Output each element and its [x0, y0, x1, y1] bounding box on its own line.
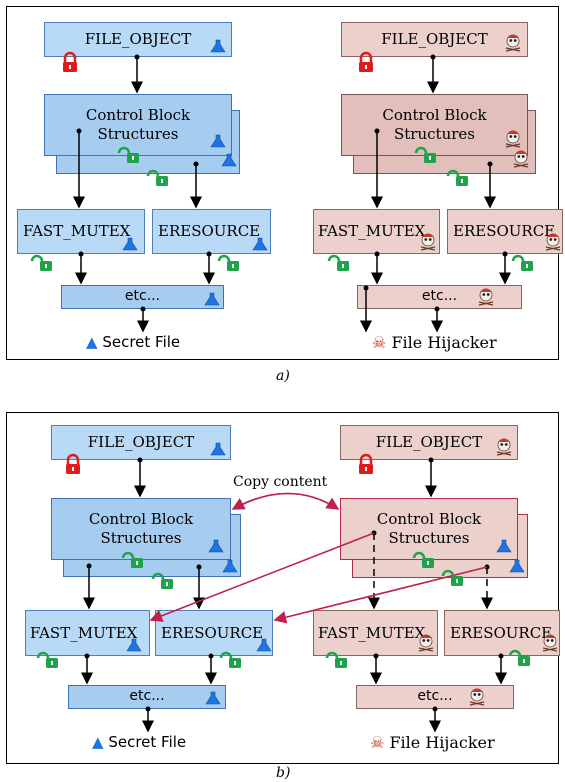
secret-file-label: ▲ Secret File [86, 333, 181, 351]
node-label: ERESOURCE [161, 623, 264, 642]
flask-icon [252, 237, 268, 251]
fast-mutex-node: FAST_MUTEX [313, 610, 438, 656]
file-hijacker-label: ☠ File Hijacker [370, 733, 495, 752]
control-block-node: Control Block Structures [51, 498, 231, 560]
file-object-node: FILE_OBJECT [340, 425, 518, 460]
skull-icon [545, 232, 561, 251]
unlock-icon [219, 651, 243, 670]
flask-icon [208, 539, 224, 553]
etc-node: etc... [68, 685, 226, 709]
unlock-icon [511, 254, 535, 273]
unlock-icon [146, 169, 170, 188]
skull-icon [542, 633, 558, 652]
flask-icon: ▲ [92, 733, 104, 751]
unlock-icon [36, 651, 60, 670]
unlock-icon [151, 572, 175, 591]
file-hijacker-label: ☠ File Hijacker [372, 333, 497, 352]
unlock-icon [325, 651, 349, 670]
node-label: FAST_MUTEX [30, 623, 138, 642]
arrows-panel-b [81, 460, 507, 733]
node-label: Control Block [85, 106, 191, 125]
flask-icon [496, 539, 512, 553]
arrows-panel-a [73, 57, 511, 333]
lock-icon [357, 453, 375, 476]
node-label: Structures [388, 529, 470, 547]
node-label: FILE_OBJECT [87, 433, 195, 452]
node-label: Structures [100, 529, 182, 547]
node-label: FILE_OBJECT [84, 30, 192, 49]
flask-icon: ▲ [86, 333, 98, 351]
unlock-icon [412, 551, 436, 570]
hijack-arrows [149, 492, 488, 624]
unlock-icon [30, 254, 54, 273]
control-block-node: Control Block Structures [44, 94, 232, 156]
skull-icon [420, 232, 436, 251]
caption-a: a) [276, 368, 290, 384]
eresource-node: ERESOURCE [152, 209, 271, 254]
file-object-node: FILE_OBJECT [44, 22, 232, 57]
caption-b: b) [276, 765, 291, 781]
flask-icon [210, 39, 226, 53]
lock-icon [64, 453, 82, 476]
copy-content-label: Copy content [233, 474, 328, 490]
node-label: Control Block [382, 106, 487, 125]
unlock-icon [446, 169, 470, 188]
skull-icon [513, 149, 529, 168]
node-label: Structures [97, 125, 179, 143]
node-label: etc... [421, 288, 458, 305]
node-label: etc... [129, 688, 165, 705]
etc-node: etc... [61, 285, 224, 309]
skull-icon [469, 687, 485, 706]
flask-icon [222, 559, 238, 573]
etc-node: etc... [357, 285, 522, 309]
unlock-icon [508, 649, 532, 668]
node-label: Structures [394, 125, 475, 143]
node-label: etc... [124, 288, 161, 305]
etc-node: etc... [356, 685, 514, 709]
flask-icon [256, 638, 272, 652]
unlock-icon [414, 146, 438, 165]
skull-icon [496, 437, 512, 456]
node-label: FILE_OBJECT [381, 30, 488, 49]
control-block-node: Control Block Structures [340, 498, 518, 560]
skull-icon [505, 129, 521, 148]
flask-icon [509, 559, 525, 573]
flask-icon [126, 638, 142, 652]
flask-icon [204, 292, 220, 306]
node-label: FILE_OBJECT [375, 433, 483, 452]
node-label: Control Block [88, 510, 194, 529]
flask-icon [210, 134, 226, 148]
node-label: FAST_MUTEX [318, 623, 426, 642]
node-label: ERESOURCE [450, 623, 553, 642]
skull-icon: ☠ [370, 733, 385, 752]
skull-icon: ☠ [372, 333, 387, 352]
node-label: Control Block [376, 510, 482, 529]
flask-icon [205, 691, 221, 705]
unlock-icon [327, 254, 351, 273]
lock-icon [61, 51, 79, 74]
flask-icon [122, 237, 138, 251]
node-label: FAST_MUTEX [23, 222, 131, 241]
lock-icon [357, 51, 375, 74]
flask-icon [210, 442, 226, 456]
skull-icon [505, 33, 521, 52]
file-object-node: FILE_OBJECT [341, 22, 528, 57]
eresource-node: ERESOURCE [444, 610, 560, 656]
file-object-node: FILE_OBJECT [51, 425, 231, 460]
node-label: ERESOURCE [453, 222, 556, 241]
control-block-node: Control Block Structures [341, 94, 528, 156]
unlock-icon [121, 551, 145, 570]
skull-icon [478, 287, 494, 306]
skull-icon [418, 633, 434, 652]
node-label: FAST_MUTEX [318, 222, 426, 241]
unlock-icon [217, 254, 241, 273]
eresource-node: ERESOURCE [155, 610, 273, 656]
unlock-icon [117, 146, 141, 165]
node-label: etc... [417, 688, 453, 705]
secret-file-label: ▲ Secret File [92, 733, 187, 751]
flask-icon [221, 153, 237, 167]
node-label: ERESOURCE [158, 222, 261, 241]
